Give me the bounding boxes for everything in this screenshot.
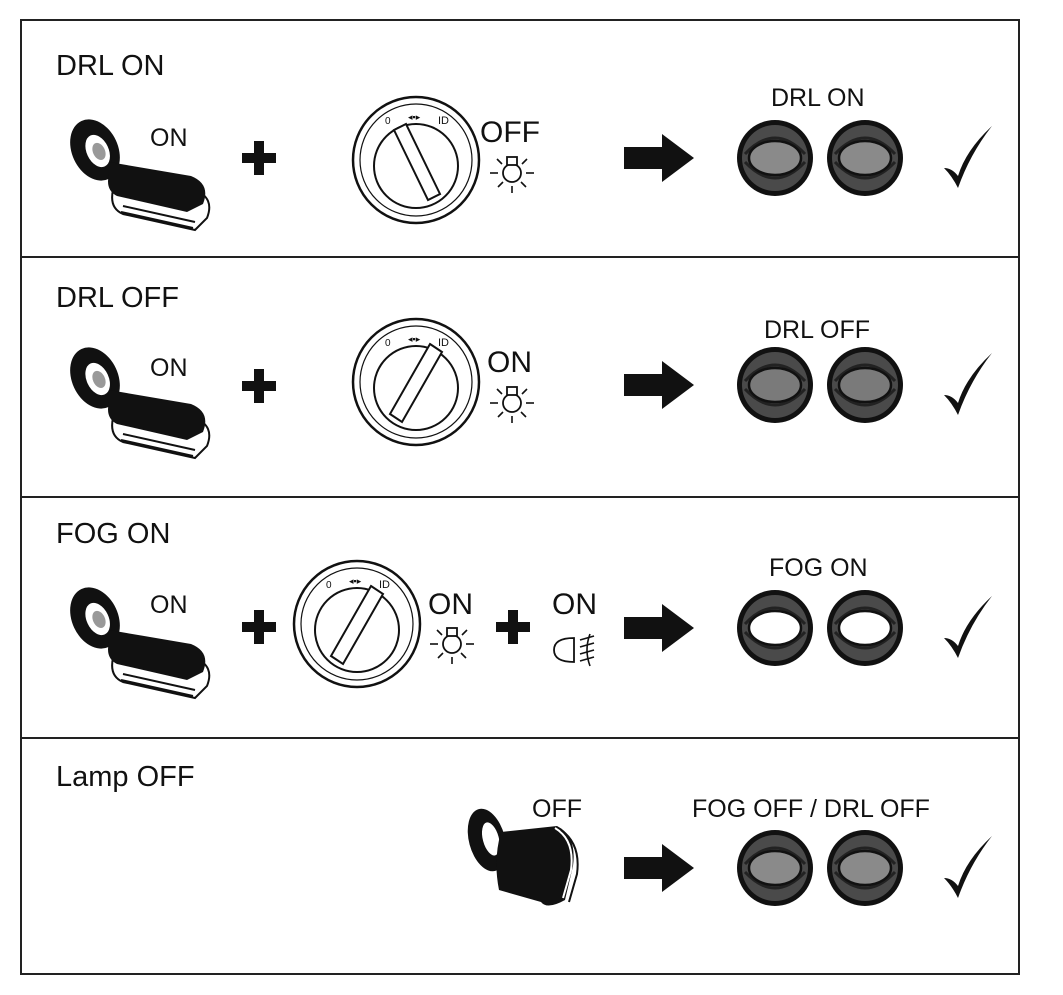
lamp-bulb-icon [489, 386, 535, 424]
section-divider [22, 496, 1020, 498]
checkmark-icon [944, 596, 992, 658]
headlamp-icon [827, 830, 903, 906]
ignition-key-icon [59, 578, 211, 699]
checkmark-icon [944, 836, 992, 898]
ignition-key-icon [59, 110, 211, 231]
headlamp-icon [827, 347, 903, 423]
section-title-drl-off: DRL OFF [56, 282, 179, 314]
headlamp-icon [827, 590, 903, 666]
light-switch-dial-icon [351, 95, 481, 225]
ignition-key-icon [59, 338, 211, 459]
fog-lamp-icon [553, 633, 595, 667]
headlamp-icon [737, 120, 813, 196]
section-title-lamp-off: Lamp OFF [56, 761, 195, 793]
plus-icon [242, 369, 276, 403]
arrow-right-icon [624, 604, 694, 652]
key-state-label: ON [150, 124, 188, 152]
fog-state-label: ON [552, 588, 597, 621]
checkmark-icon [944, 353, 992, 415]
light-switch-dial-icon [292, 559, 422, 689]
key-state-label: ON [150, 591, 188, 619]
headlamp-icon [737, 830, 813, 906]
plus-icon [496, 610, 530, 644]
result-label: DRL ON [771, 84, 865, 112]
headlamp-icon [737, 590, 813, 666]
result-label: DRL OFF [764, 316, 871, 344]
lamp-bulb-icon [429, 627, 475, 665]
headlamp-icon [737, 347, 813, 423]
arrow-right-icon [624, 134, 694, 182]
result-label: FOG ON [769, 554, 868, 582]
arrow-right-icon [624, 361, 694, 409]
section-divider [22, 737, 1020, 739]
switch-state-label: ON [487, 346, 532, 379]
lamp-bulb-icon [489, 156, 535, 194]
section-title-drl-on: DRL ON [56, 50, 165, 82]
key-state-label: ON [150, 354, 188, 382]
checkmark-icon [944, 126, 992, 188]
arrow-right-icon [624, 844, 694, 892]
headlamp-icon [827, 120, 903, 196]
switch-state-label: ON [428, 588, 473, 621]
switch-state-label: OFF [480, 116, 540, 149]
key-state-label: OFF [532, 795, 582, 823]
plus-icon [242, 141, 276, 175]
section-title-fog-on: FOG ON [56, 518, 171, 550]
light-switch-dial-icon [351, 317, 481, 447]
section-divider [22, 256, 1020, 258]
result-label: FOG OFF / DRL OFF [692, 795, 930, 823]
ignition-key-icon [467, 808, 579, 906]
plus-icon [242, 610, 276, 644]
